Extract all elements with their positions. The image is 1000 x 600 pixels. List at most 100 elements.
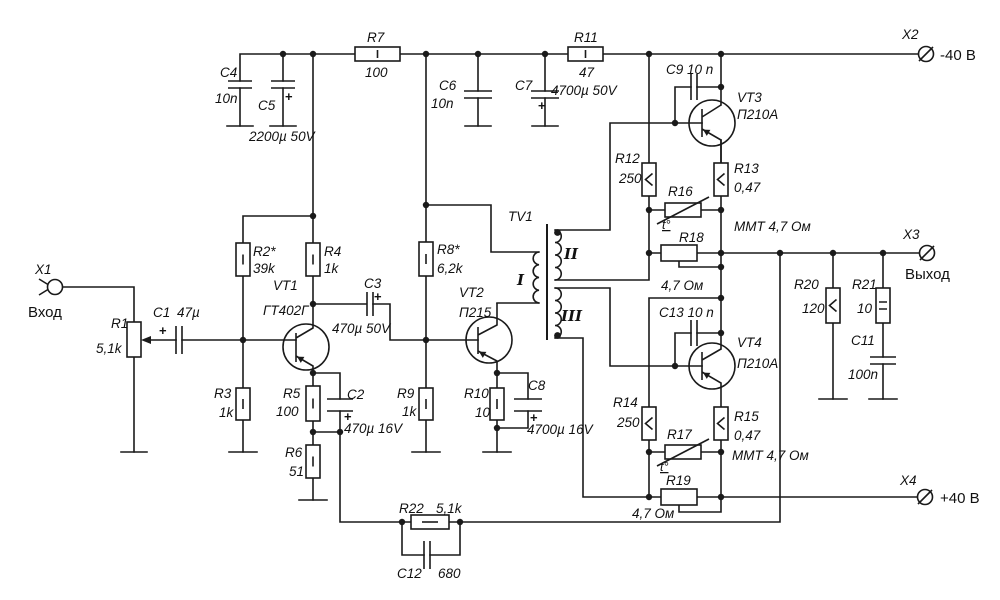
winding-primary-I [532,251,540,304]
label-r14-val: 250 [616,415,640,430]
label-r8: R8* [437,242,460,257]
label-winding-1: I [516,271,525,289]
capacitor-C2 [327,398,353,412]
connector-X2 [917,45,935,63]
thermistor-R17 [656,438,710,467]
label-c6: C6 [439,78,457,93]
label-vt2: VT2 [459,285,484,300]
label-x4-port: +40 В [940,490,980,507]
label-r7: R7 [367,30,385,45]
label-winding-3: III [560,307,583,325]
label-r11: R11 [574,30,598,45]
label-r15-val: 0,47 [734,428,761,443]
thermistor-R16 [656,196,710,225]
resistor-R13 [713,162,729,197]
label-x1-port: Вход [28,304,62,321]
capacitor-C5 [271,80,295,89]
label-r18-val: 4,7 Ом [661,278,703,293]
label-r5: R5 [283,386,301,401]
winding-secondary-II [554,229,563,281]
label-r6: R6 [285,445,303,460]
label-r21: R21 [852,277,877,292]
label-r19: R19 [666,473,691,488]
resistor-R19 [660,488,698,506]
connector-X4 [916,488,934,506]
resistor-R15 [713,406,729,441]
label-r8-val: 6,2k [437,261,464,276]
label-r16-type: ММТ 4,7 Ом [734,219,811,234]
wires [61,53,920,556]
label-r15: R15 [734,409,759,424]
label-c7-plus: + [538,98,546,113]
resistor-R6 [305,444,321,479]
transistor-VT4 [688,342,736,407]
label-c2-plus: + [344,409,352,424]
label-x2: X2 [901,27,919,42]
label-c8-plus: + [530,410,538,425]
resistor-R12 [641,162,657,197]
label-c4-val: 10n [215,91,238,106]
label-c5-plus: + [285,89,293,104]
resistor-R5 [305,385,321,422]
label-c11: C11 [851,333,875,348]
capacitor-C4 [228,80,252,89]
label-r17-type: ММТ 4,7 Ом [732,448,809,463]
label-c12: C12 [397,566,422,581]
label-c2-val: 470µ 16V [344,421,404,436]
label-vt4-type: П210А [737,356,778,371]
label-r12: R12 [615,151,640,166]
label-vt1-type: ГТ402Г [263,303,310,318]
label-c3: C3 [364,276,382,291]
resistor-R9 [418,387,434,421]
resistor-R22 [410,514,450,530]
transistor-VT1 [282,304,330,373]
junction-dots [239,50,887,526]
capacitor-C1 [175,326,183,354]
winding-secondary-III [554,287,563,339]
label-r5-val: 100 [276,404,299,419]
resistor-R10 [489,387,505,421]
resistor-R21 [875,287,891,324]
transistor-VT3 [688,99,736,163]
label-vt4: VT4 [737,335,762,350]
label-r1: R1 [111,316,128,331]
label-r7-val: 100 [365,65,388,80]
label-r22: R22 [399,501,424,516]
label-r17-t: t° [660,460,668,474]
label-r22-val: 5,1k [436,501,463,516]
label-c8-val: 4700µ 16V [527,422,595,437]
transistor-VT2 [465,303,513,373]
label-r4-val: 1k [324,261,340,276]
label-r10-val: 10 [475,405,491,420]
label-r4: R4 [324,244,341,259]
transformer-TV1 [532,224,563,340]
resistor-R3 [235,387,251,421]
capacitor-C11 [870,356,896,365]
resistor-R4 [305,242,321,277]
label-c1-val: 47µ [177,305,200,320]
label-r3-val: 1k [219,405,235,420]
wiper-arrow-icon [141,336,151,344]
label-c8: C8 [528,378,546,393]
connector-X1 [38,278,64,296]
phase-dot-III [554,332,561,339]
label-r19-val: 4,7 Ом [632,506,674,521]
capacitor-C6 [464,90,492,99]
label-x3-port: Выход [905,266,950,283]
label-r10: R10 [464,386,489,401]
label-c13: C13 10 n [659,305,714,320]
label-r17: R17 [667,427,692,442]
label-r9-val: 1k [402,404,418,419]
label-c3-val: 470µ 50V [332,321,392,336]
resistor-R1 [126,321,151,358]
label-x4: X4 [899,473,917,488]
label-tv1: TV1 [508,209,533,224]
connector-X3 [918,244,936,262]
capacitor-C9 [690,74,698,100]
label-r16: R16 [668,184,693,199]
capacitor-C13 [690,320,698,346]
label-x1: X1 [34,262,52,277]
label-x2-port: -40 В [940,47,976,64]
label-vt3-type: П210А [737,107,778,122]
